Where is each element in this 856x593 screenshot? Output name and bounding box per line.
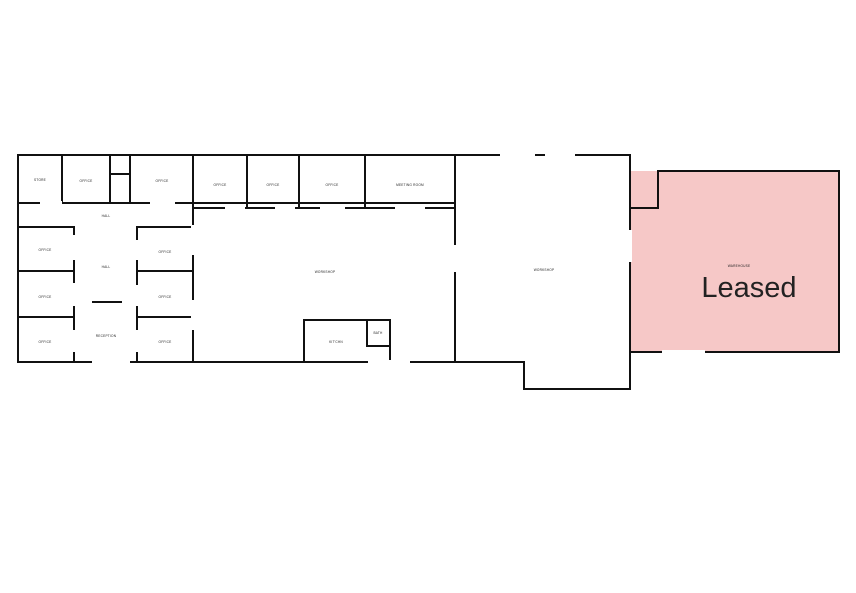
- room-label-office-top-3: OFFICE: [214, 183, 227, 187]
- leased-area: [630, 171, 839, 352]
- room-label-office-left-3: OFFICE: [39, 340, 52, 344]
- room-label-office-mid-2: OFFICE: [159, 295, 172, 299]
- room-label-office-mid-1: OFFICE: [159, 250, 172, 254]
- room-label-office-top-5: OFFICE: [326, 183, 339, 187]
- room-label-workshop-east: WORKSHOP: [534, 268, 555, 272]
- room-label-bath: BATH: [373, 331, 383, 335]
- room-label-meeting-room: MEETING ROOM: [396, 183, 424, 187]
- room-label-hall-top: HALL: [102, 214, 111, 218]
- room-label-office-top-1: OFFICE: [80, 179, 93, 183]
- room-label-office-top-2: OFFICE: [156, 179, 169, 183]
- room-label-workshop-center: WORKSHOP: [315, 270, 336, 274]
- warehouse-outer-wall: [629, 170, 840, 353]
- leased-label: Leased: [701, 272, 796, 304]
- stair-closet: [109, 173, 131, 204]
- room-label-office-left-1: OFFICE: [39, 248, 52, 252]
- room-label-store: STORE: [34, 178, 46, 182]
- room-label-hall-middle: HALL: [102, 265, 111, 269]
- room-label-office-left-2: OFFICE: [39, 295, 52, 299]
- room-label-kitchen: KIT'CHN: [329, 340, 343, 344]
- bath-walls: [366, 319, 391, 347]
- room-label-office-mid-3: OFFICE: [159, 340, 172, 344]
- building-outer-wall: [17, 154, 631, 390]
- kitchen-walls: [303, 319, 391, 363]
- room-label-reception: RECEPTION: [96, 334, 117, 338]
- room-label-warehouse: WAREHOUSE: [728, 264, 751, 268]
- left-office-block: [17, 226, 75, 363]
- room-label-office-top-4: OFFICE: [267, 183, 280, 187]
